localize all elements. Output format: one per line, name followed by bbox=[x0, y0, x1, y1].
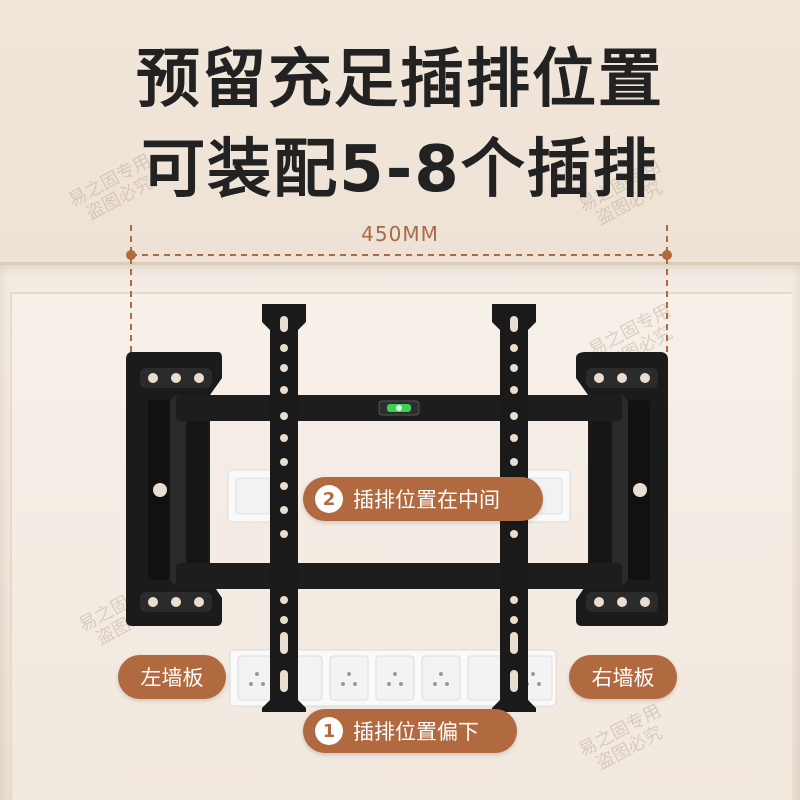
bottom-outlet-text: 插排位置偏下 bbox=[353, 720, 479, 744]
middle-outlet-text: 插排位置在中间 bbox=[353, 488, 500, 512]
right-plate-text: 右墙板 bbox=[591, 666, 655, 690]
middle-outlet-label: 2 插排位置在中间 bbox=[303, 477, 543, 521]
left-vertical-arm bbox=[262, 304, 306, 712]
number-badge-1: 1 bbox=[315, 717, 343, 745]
bubble-level-icon bbox=[378, 400, 420, 416]
bottom-outlet-label: 1 插排位置偏下 bbox=[303, 709, 517, 753]
dimension-line bbox=[126, 225, 672, 360]
left-plate-text: 左墙板 bbox=[140, 666, 204, 690]
outlet-row-bottom bbox=[229, 649, 557, 707]
number-badge-2: 2 bbox=[315, 485, 343, 513]
right-plate-label: 右墙板 bbox=[569, 655, 677, 699]
headline-line-2: 可装配5-8个插排 bbox=[141, 133, 659, 207]
left-plate-label: 左墙板 bbox=[118, 655, 226, 699]
dimension-label: 450MM bbox=[361, 222, 439, 246]
headline-line-1: 预留充足插排位置 bbox=[136, 43, 664, 117]
wall-edge bbox=[0, 262, 800, 265]
